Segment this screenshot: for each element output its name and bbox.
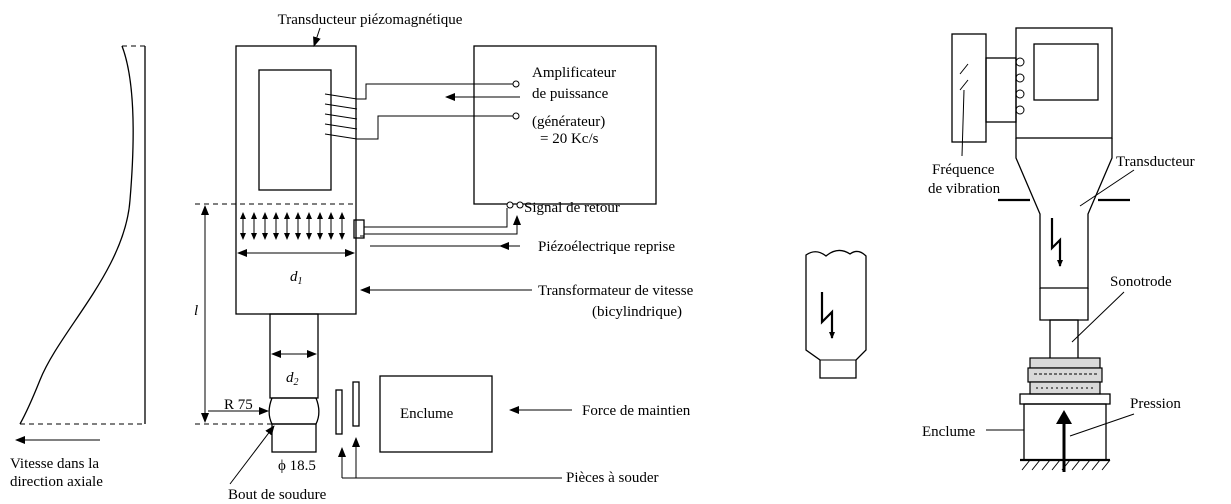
detached-vibration-arrow	[820, 292, 835, 339]
velocity-transformer-label-line1: Transformateur de vitesse	[538, 283, 694, 299]
feedback-terminal-2	[516, 201, 524, 209]
generator-box	[951, 33, 987, 143]
detached-sonotrode-body	[805, 249, 867, 379]
holding-force-label: Force de maintien	[582, 403, 691, 419]
left-diagram: Vitesse dans la direction axiale Transdu…	[10, 12, 694, 503]
detached-sonotrode	[805, 249, 867, 379]
vibration-generator: Fréquence de vibration	[928, 33, 1017, 197]
feedback-wire-1	[364, 208, 508, 228]
vibration-frequency-label-line2: de vibration	[928, 181, 1001, 197]
piezo-pickup-element	[353, 219, 365, 239]
velocity-transformer-label-line2: (bicylindrique)	[592, 304, 682, 320]
sonotrode-label-pointer	[1071, 291, 1125, 343]
anvil-top-plate	[1019, 393, 1111, 405]
right-diagram: Fréquence de vibration Transducteur	[805, 27, 1195, 472]
feedback-signal-label: Signal de retour	[524, 200, 620, 216]
velocity-curve	[19, 45, 134, 425]
terminal-1	[512, 80, 520, 88]
workpiece-stack	[1027, 357, 1103, 395]
anvil-label-right: Enclume	[922, 424, 976, 440]
axial-velocity-label-line2: direction axiale	[10, 474, 103, 490]
d2-label: d2	[286, 370, 299, 388]
piezo-pickup-label: Piézoélectrique reprise	[538, 239, 675, 255]
weld-tip-stub	[271, 423, 317, 453]
piezomagnetic-transducer: Transducteur piézomagnétique	[194, 12, 463, 503]
radius-label: R 75	[224, 397, 253, 413]
parts-to-weld-label: Pièces à souder	[566, 470, 658, 486]
pressure-label: Pression	[1130, 396, 1181, 412]
generator-connector	[985, 57, 1017, 123]
vibration-frequency-label-line1: Fréquence	[932, 162, 995, 178]
d1-label: d1	[290, 269, 303, 287]
workpiece-1	[335, 389, 343, 435]
length-label: l	[194, 303, 198, 319]
coil-wire-top	[357, 83, 513, 100]
vibration-arrows	[240, 212, 345, 240]
amplifier-box	[473, 45, 657, 205]
amplifier-label-line2: de puissance	[532, 86, 609, 102]
feedback-wire-2	[364, 215, 521, 235]
anvil-box	[379, 375, 493, 453]
generator-label-pointer	[961, 89, 965, 157]
transducer-coils	[1015, 57, 1025, 115]
pressure-label-pointer	[1069, 413, 1135, 437]
left-callouts: Piézoélectrique reprise Transformateur d…	[360, 235, 694, 320]
velocity-profile: Vitesse dans la direction axiale	[10, 45, 146, 490]
transducer-label-pointer	[1079, 169, 1135, 207]
sonotrode-label: Sonotrode	[1110, 274, 1172, 290]
transducer-stack: Transducteur Sonotrode	[922, 27, 1195, 472]
transducer-core	[258, 69, 332, 191]
transducer-title-pointer	[313, 27, 321, 47]
coil-wire-bottom	[357, 115, 513, 140]
transducer-cone	[1015, 138, 1113, 289]
diameter-label: ϕ 18.5	[278, 458, 316, 474]
transducer-title: Transducteur piézomagnétique	[278, 12, 463, 28]
axial-velocity-label-line1: Vitesse dans la	[10, 456, 99, 472]
pressure-arrow-head	[1056, 410, 1072, 424]
anvil-label: Enclume	[400, 406, 454, 422]
transducer-window	[1033, 43, 1099, 101]
amplifier-label-line4: = 20 Kc/s	[540, 131, 599, 147]
power-amplifier: Amplificateur de puissance (générateur) …	[357, 45, 657, 235]
terminal-2	[512, 112, 520, 120]
weld-tip-bulge	[268, 397, 320, 425]
workpiece-2	[352, 381, 360, 427]
amplifier-label-line3: (générateur)	[532, 114, 605, 130]
ground-hatching	[1021, 459, 1111, 471]
feedback-terminal-1	[506, 201, 514, 209]
coil-windings	[324, 93, 358, 140]
weld-tip-label: Bout de soudure	[228, 487, 327, 503]
amplifier-label-line1: Amplificateur	[532, 65, 616, 81]
sonotrode-neck	[1039, 288, 1089, 321]
weld-tip-pointer	[229, 425, 275, 485]
transducer-label: Transducteur	[1116, 154, 1195, 170]
vibration-direction-arrow	[1050, 218, 1063, 267]
anvil-assembly: Enclume Force de maintien Pièces à soude…	[335, 375, 691, 486]
